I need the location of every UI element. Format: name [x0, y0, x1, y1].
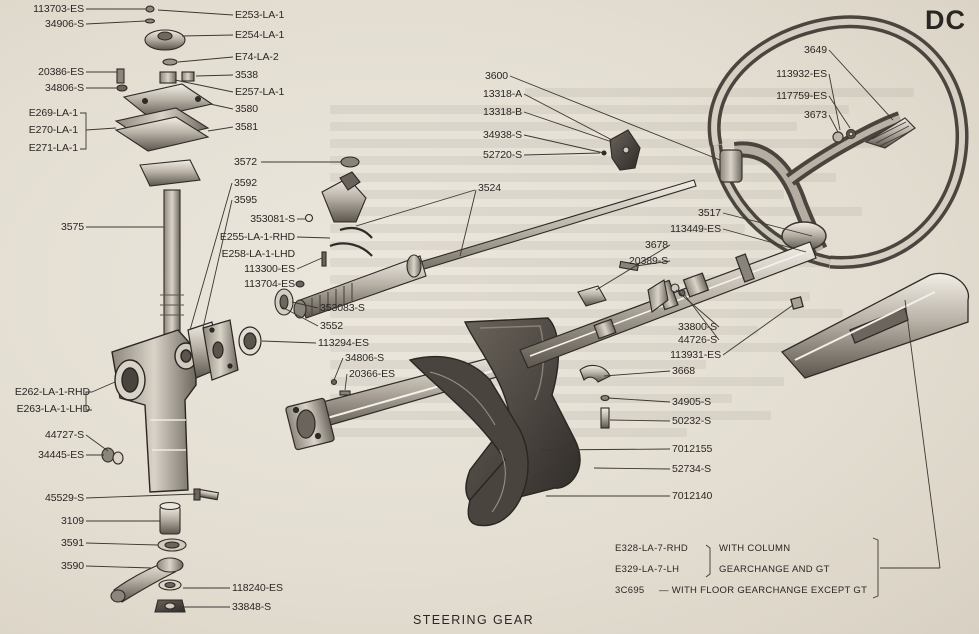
part-label-p56: 52734-S	[672, 463, 711, 475]
part-label-p29: E258-LA-1-LHD	[221, 248, 296, 260]
part-label-p55: 7012155	[672, 443, 713, 455]
part-label-p57: 7012140	[672, 490, 713, 502]
section-code: DC	[925, 5, 966, 35]
part-label-p47: 3678	[645, 239, 668, 251]
part-label-p23: 3581	[235, 121, 258, 133]
sector-shaft	[139, 159, 201, 336]
column-misc-parts	[295, 129, 686, 429]
part-label-p11: 44727-S	[45, 429, 84, 441]
note-line-1-part: E328-LA-7-RHD	[615, 543, 689, 554]
part-label-p40: 3600	[485, 70, 508, 82]
part-label-p33: 3552	[320, 320, 343, 332]
part-label-p30: 113300-ES	[244, 263, 295, 275]
leader-lines	[80, 8, 941, 608]
horn-button	[832, 117, 916, 149]
diagram-title: STEERING GEAR	[413, 613, 534, 627]
part-label-p25: 3592	[234, 177, 257, 189]
part-label-p34: 113294-ES	[318, 337, 369, 349]
part-label-p01: 113703-ES	[33, 3, 84, 15]
part-label-p31: 113704-ES	[244, 278, 295, 290]
part-label-p43: 34938-S	[483, 129, 522, 141]
part-label-p48: 20389-S	[629, 255, 668, 267]
part-label-p02: 34906-S	[45, 18, 84, 30]
part-label-p04: 34806-S	[45, 82, 84, 94]
part-label-p38: 33848-S	[232, 601, 271, 613]
part-label-p61: 3673	[804, 109, 827, 121]
note-line-2-part: E329-LA-7-LH	[615, 564, 680, 575]
part-label-p35: 34806-S	[345, 352, 384, 364]
part-label-p27: 353081-S	[250, 213, 295, 225]
gearbox-housing	[111, 329, 198, 493]
part-label-p42: 13318-B	[483, 106, 522, 118]
lower-hardware	[101, 447, 220, 613]
part-label-p21: E257-LA-1	[235, 86, 285, 98]
part-label-p32: 353083-S	[320, 302, 365, 314]
gearchange-tube	[519, 241, 817, 369]
part-label-p53: 34905-S	[672, 396, 711, 408]
note-line-1-text: WITH COLUMN	[719, 543, 791, 554]
part-label-p14: 3109	[61, 515, 84, 527]
part-label-p05: E269-LA-1	[28, 107, 78, 119]
part-label-p10: E263-LA-1-LHD	[16, 403, 91, 415]
part-label-p09: E262-LA-1-RHD	[14, 386, 90, 398]
part-label-p15: 3591	[61, 537, 84, 549]
note-line-3-text: — WITH FLOOR GEARCHANGE EXCEPT GT	[659, 585, 868, 596]
part-label-p19: E74-LA-2	[235, 51, 279, 63]
part-label-p41: 13318-A	[483, 88, 522, 100]
part-label-p46: 113449-ES	[670, 223, 721, 235]
inner-shaft	[274, 179, 697, 319]
part-label-p44: 52720-S	[483, 149, 522, 161]
part-label-p12: 34445-ES	[38, 449, 84, 461]
part-label-p17: E253-LA-1	[235, 9, 285, 21]
part-label-p60: 117759-ES	[776, 90, 827, 102]
part-label-p20: 3538	[235, 69, 258, 81]
part-label-p51: 113931-ES	[670, 349, 721, 361]
part-label-p22: 3580	[235, 103, 258, 115]
part-label-p52: 3668	[672, 365, 695, 377]
end-cover-plates	[187, 319, 262, 381]
part-label-p07: E271-LA-1	[28, 142, 78, 154]
part-label-p18: E254-LA-1	[235, 29, 285, 41]
floor-seal	[408, 317, 581, 527]
part-label-p16: 3590	[61, 560, 84, 572]
part-label-p45: 3517	[698, 207, 721, 219]
part-label-p54: 50232-S	[672, 415, 711, 427]
part-label-p13: 45529-S	[45, 492, 84, 504]
part-label-p08: 3575	[61, 221, 84, 233]
part-label-p50: 44726-S	[678, 334, 717, 346]
part-label-p06: E270-LA-1	[28, 124, 78, 136]
gearbox-top-parts	[114, 5, 214, 152]
part-label-p37: 118240-ES	[232, 582, 283, 594]
part-label-p24: 3572	[234, 156, 257, 168]
note-line-2-text: GEARCHANGE AND GT	[719, 564, 830, 575]
part-label-p39: 3524	[478, 182, 501, 194]
part-label-p59: 113932-ES	[776, 68, 827, 80]
note-line-3-part: 3C695	[615, 585, 645, 596]
part-label-p03: 20386-ES	[38, 66, 84, 78]
part-label-p49: 33800-S	[678, 321, 717, 333]
part-label-p58: 3649	[804, 44, 827, 56]
part-label-p26: 3595	[234, 194, 257, 206]
part-label-p28: E255-LA-1-RHD	[219, 231, 295, 243]
part-label-p36: 20366-ES	[349, 368, 395, 380]
column-shroud	[780, 272, 970, 379]
